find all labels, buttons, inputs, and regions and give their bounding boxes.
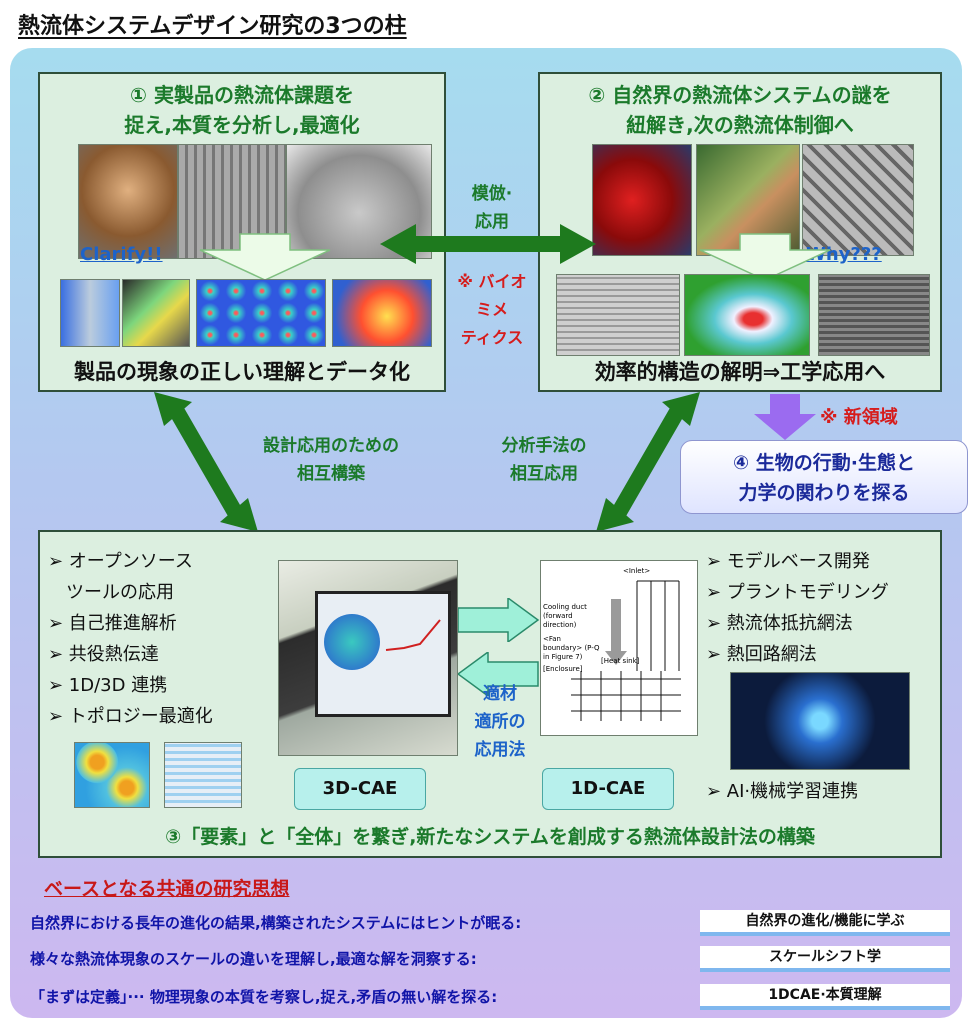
left-list-item: ➢ 自己推進解析	[48, 613, 177, 634]
pillar4-line1: ④ 生物の行動·生態と	[733, 452, 915, 474]
double-arrow-horizontal-icon	[380, 224, 596, 264]
left-arrow-icon	[458, 652, 539, 696]
pillar2-title: ② 自然界の熱流体システムの謎を 紐解き,次の熱流体制御へ	[540, 80, 940, 140]
diagonal-arrow-left-icon	[154, 392, 258, 532]
footer-keyword: 自然界の進化/機能に学ぶ	[700, 910, 950, 936]
pillar3-left-list: ➢ オープンソース ツールの応用 ➢ 自己推進解析 ➢ 共役熱伝達 ➢ 1D/3…	[48, 546, 278, 732]
link-left-label: 設計応用のための 相互構築	[236, 432, 426, 488]
link-left-line1: 設計応用のための	[263, 436, 399, 456]
pillar3-right-list: ➢ モデルベース開発 ➢ プラントモデリング ➢ 熱流体抵抗網法 ➢ 熱回路網法	[706, 546, 938, 670]
method-line3: 応用法	[474, 740, 526, 760]
footer-row-text: 様々な熱流体現象のスケールの違いを理解し,最適な解を洞察する:	[30, 950, 477, 968]
footer-row-text: 「まずは定義」··· 物理現象の本質を考察し,捉え,矛盾の無い解を探る:	[30, 988, 498, 1006]
enclosure-label: [Enclosure]	[543, 665, 583, 673]
pillar2-title-line2: 紐解き,次の熱流体制御へ	[626, 113, 854, 137]
pillar1-caption: 製品の現象の正しい理解とデータ化	[74, 360, 410, 384]
left-list-item: ➢ オープンソース	[48, 551, 193, 572]
topology-image-2	[164, 742, 242, 808]
blood-vessel-photo	[592, 144, 692, 256]
network-diagram-graphic	[571, 580, 681, 721]
sim-image-3	[196, 279, 326, 347]
biomimetics-line1: ※ バイオ	[457, 272, 527, 291]
cooling-duct-label: Cooling duct (forward direction)	[543, 603, 587, 629]
inlet-label: <Inlet>	[623, 567, 651, 575]
surface-structure-photo	[818, 274, 930, 356]
right-list-item: ➢ プラントモデリング	[706, 582, 889, 603]
ai-server-photo	[730, 672, 910, 770]
car-cutaway-photo	[286, 144, 432, 259]
footer-keyword: スケールシフト学	[700, 946, 950, 972]
sim-image-2	[122, 279, 190, 347]
vortex-sim-image	[684, 274, 810, 356]
1dcae-label: 1D-CAE	[542, 768, 674, 810]
sim-image-4	[332, 279, 432, 347]
footer-keyword: 1DCAE·本質理解	[700, 984, 950, 1010]
pillar4-box: ④ 生物の行動·生態と 力学の関わりを探る	[680, 440, 968, 514]
right-list-item: ➢ モデルベース開発	[706, 551, 870, 572]
purple-down-arrow-icon	[754, 394, 816, 440]
biomimetics-line2: ミメ	[475, 300, 508, 319]
pillar2-box: ② 自然界の熱流体システムの謎を 紐解き,次の熱流体制御へ Why??? 効率的…	[538, 72, 942, 392]
pillar1-box: ① 実製品の熱流体課題を 捉え,本質を分析し,最適化 Clarify!! 製品の…	[38, 72, 446, 392]
pillar3-caption: ③「要素」と「全体」を繋ぎ,新たなシステムを創成する熱流体設計法の構築	[165, 826, 815, 848]
left-list-item: ➢ 1D/3D 連携	[48, 675, 168, 696]
sim-image-1	[60, 279, 120, 347]
pillar3-box: ➢ オープンソース ツールの応用 ➢ 自己推進解析 ➢ 共役熱伝達 ➢ 1D/3…	[38, 530, 942, 858]
left-list-item: ツールの応用	[48, 582, 174, 603]
mimic-label-line2: 応用	[475, 212, 509, 232]
link-right-line2: 相互応用	[510, 464, 578, 484]
ai-ml-item: ➢ AI·機械学習連携	[706, 781, 859, 802]
cpu-cooler-photo	[78, 144, 178, 259]
left-list-item: ➢ 共役熱伝達	[48, 644, 159, 665]
link-right-label: 分析手法の 相互応用	[476, 432, 612, 488]
method-label: 適材 適所の 応用法	[456, 680, 544, 764]
pillar2-caption: 効率的構造の解明⇒工学応用へ	[594, 360, 886, 384]
mimic-label-line1: 模倣·	[471, 184, 513, 204]
topology-image-1	[74, 742, 150, 808]
right-list-item: ➢ 熱回路網法	[706, 644, 817, 665]
pillar1-title-line2: 捉え,本質を分析し,最適化	[124, 113, 360, 137]
biomimetics-note: ※ バイオ ミメ ティクス	[448, 268, 536, 352]
method-line2: 適所の	[474, 712, 526, 732]
pillar1-title: ① 実製品の熱流体課題を 捉え,本質を分析し,最適化	[40, 80, 444, 140]
down-arrow-icon	[699, 233, 831, 281]
footer-heading: ベースとなる共通の研究思想	[44, 878, 290, 900]
method-line1: 適材	[483, 684, 517, 704]
clarify-link[interactable]: Clarify!!	[80, 244, 163, 265]
diagonal-arrow-right-icon	[596, 392, 700, 532]
heat-sink-label: [Heat sink]	[601, 657, 640, 665]
pillar2-title-line1: ② 自然界の熱流体システムの謎を	[588, 83, 892, 107]
sharkskin-photo	[802, 144, 914, 256]
cae-graph-icon	[385, 619, 441, 651]
laptop-3dcae-photo	[278, 560, 458, 756]
flow-vis-photo	[556, 274, 680, 356]
biomimetics-line3: ティクス	[460, 328, 524, 347]
new-area-label: ※ 新領域	[820, 407, 898, 428]
link-left-line2: 相互構築	[297, 464, 365, 484]
pillar1-title-line1: ① 実製品の熱流体課題を	[130, 83, 354, 107]
down-arrow-icon	[199, 233, 331, 281]
link-right-line1: 分析手法の	[501, 436, 587, 456]
page-title: 熱流体システムデザイン研究の3つの柱	[18, 14, 407, 39]
cae-model-image	[324, 614, 380, 670]
right-list-item: ➢ 熱流体抵抗網法	[706, 613, 853, 634]
laptop-screen	[315, 591, 451, 717]
3dcae-label: 3D-CAE	[294, 768, 426, 810]
pillar4-line2: 力学の関わりを探る	[738, 482, 910, 504]
right-arrow-icon	[458, 598, 540, 642]
left-list-item: ➢ トポロジー最適化	[48, 706, 213, 727]
fan-boundary-label: <Fan boundary> (P-Q in Figure 7)	[543, 635, 600, 661]
1dcae-network-diagram: <Inlet> Cooling duct (forward direction)…	[540, 560, 698, 736]
footer-row-text: 自然界における長年の進化の結果,構築されたシステムにはヒントが眠る:	[30, 914, 522, 932]
mimic-label: 模倣· 応用	[448, 180, 536, 236]
